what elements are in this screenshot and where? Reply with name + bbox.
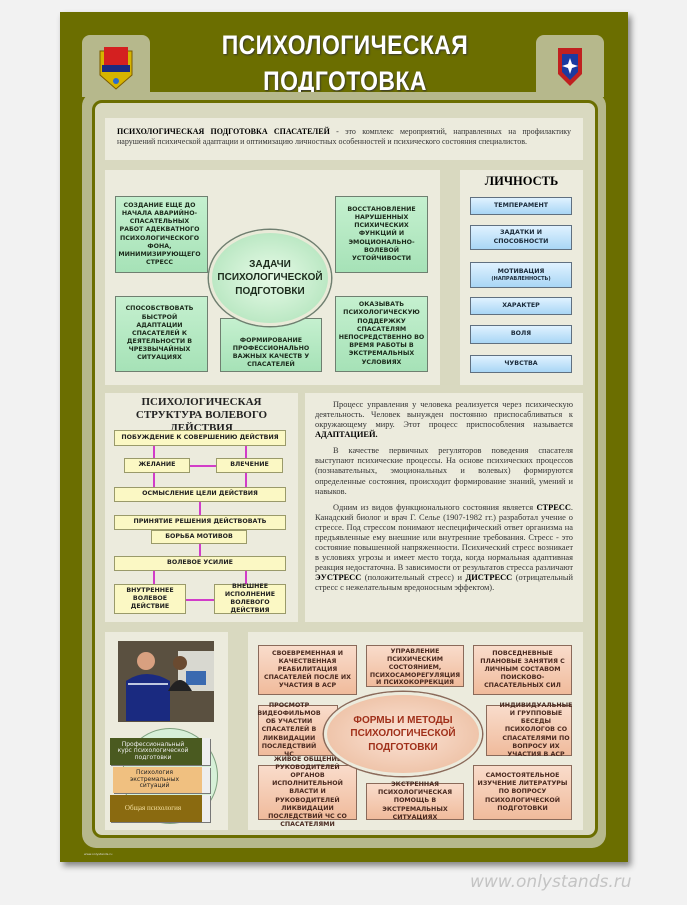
connector: [186, 599, 214, 601]
personality-item-label: Мотивация: [497, 267, 545, 275]
small-site-credit: www.onlystands.ru: [84, 852, 113, 856]
method-item: Просмотр видеофильмов об участии спасате…: [257, 702, 338, 758]
volition-step: Влечение: [216, 458, 283, 473]
left-logo-box: [82, 35, 150, 97]
task-item: Восстановление нарушенных психических фу…: [335, 196, 428, 273]
civil-defense-emblem-icon: [99, 47, 133, 90]
intro-term: ПСИХОЛОГИЧЕСКАЯ ПОДГОТОВКА СПАСАТЕЛЕЙ: [117, 127, 330, 136]
personality-item: Задатки и способности: [470, 225, 572, 250]
volition-step: Осмысление цели действия: [114, 487, 286, 502]
task-item: Способствовать быстрой адаптации спасате…: [115, 296, 208, 372]
personality-item: Характер: [470, 297, 572, 315]
personality-item: Воля: [470, 325, 572, 344]
personality-item: Мотивация(направленность): [470, 262, 572, 288]
volition-step: Борьба мотивов: [151, 530, 247, 544]
volition-step: Желание: [124, 458, 190, 473]
connector: [199, 502, 201, 515]
methods-center-ellipse: ФОРМЫ И МЕТОДЫ ПСИХОЛОГИЧЕСКОЙ ПОДГОТОВК…: [324, 692, 482, 776]
task-item: Оказывать психологическую поддержку спас…: [335, 296, 428, 372]
volition-step: Волевое усилие: [114, 556, 286, 571]
rescuer-photo: [118, 641, 214, 722]
stress-text: (отрицательный стресс с нежелательным вр…: [315, 573, 573, 593]
personality-item-note: (направленность): [491, 275, 551, 282]
stress-text: . Канадский биолог и врач Г. Селье (1907…: [315, 502, 573, 573]
connector: [245, 571, 247, 584]
emercom-emblem-icon: [558, 48, 582, 86]
personality-title: ЛИЧНОСТЬ: [484, 174, 559, 188]
method-item: Повседневные плановые занятия с личным с…: [473, 645, 572, 695]
connector: [190, 465, 216, 467]
text-panel: Процесс управления у человека реализуетс…: [305, 393, 583, 622]
method-item: Индивидуальные и групповые беседы психол…: [486, 702, 572, 758]
personality-item: Чувства: [470, 355, 572, 373]
personality-item: Темперамент: [470, 197, 572, 215]
distress-term: ДИСТРЕСС: [465, 573, 513, 583]
volition-step: Внешнее исполнение волевого действия: [214, 583, 286, 614]
poster-title-line1: ПСИХОЛОГИЧЕСКАЯ: [221, 30, 469, 60]
book-title: Профессиональный курс психологической по…: [110, 738, 210, 765]
method-item: Управление психическим состоянием, психо…: [366, 645, 464, 687]
regulators-paragraph: В качестве первичных регуляторов поведен…: [315, 446, 573, 496]
connector: [199, 544, 201, 556]
adaptation-term: АДАПТАЦИЕЙ.: [315, 430, 378, 440]
right-logo-box: [536, 35, 604, 97]
connector: [153, 571, 155, 584]
intro-text: - это комплекс мероприятий, направленных…: [117, 127, 571, 147]
method-item: Живое общение руководителей органов испо…: [258, 756, 357, 828]
method-item: Экстренная психологическая помощь в экст…: [366, 781, 464, 821]
task-item: Создание еще до начала аварийно-спасател…: [115, 196, 208, 273]
poster-title-line2: ПОДГОТОВКА: [263, 66, 427, 96]
watermark: www.onlystands.ru: [470, 872, 632, 892]
tasks-center-ellipse: ЗАДАЧИ ПСИХОЛОГИЧЕСКОЙ ПОДГОТОВКИ: [209, 230, 331, 326]
task-item: Формирование профессионально важных каче…: [220, 318, 322, 372]
volition-step: Внутреннее волевое действие: [114, 584, 186, 614]
intro-panel: ПСИХОЛОГИЧЕСКАЯ ПОДГОТОВКА СПАСАТЕЛЕЙ - …: [105, 118, 583, 160]
stress-text: Одним из видов функционального состояния…: [333, 502, 537, 512]
stress-text: (положительный стресс) и: [361, 573, 466, 583]
book-title: Психология экстремальных ситуаций: [113, 767, 210, 793]
method-item: Своевременная и качественная реабилитаци…: [258, 645, 357, 695]
method-item: Самостоятельное изучение литературы по в…: [473, 765, 572, 820]
volition-step: Принятие решения действовать: [114, 515, 286, 530]
stress-term: СТРЕСС: [536, 502, 571, 512]
book-title: Общая психология: [110, 795, 210, 822]
volition-step: Побуждение к совершению действия: [114, 430, 286, 446]
volition-title: ПСИХОЛОГИЧЕСКАЯ СТРУКТУРА ВОЛЕВОГО ДЕЙСТ…: [135, 396, 268, 435]
adaptation-paragraph: Процесс управления у человека реализуетс…: [315, 400, 573, 430]
eustress-term: ЭУСТРЕСС: [315, 573, 362, 583]
